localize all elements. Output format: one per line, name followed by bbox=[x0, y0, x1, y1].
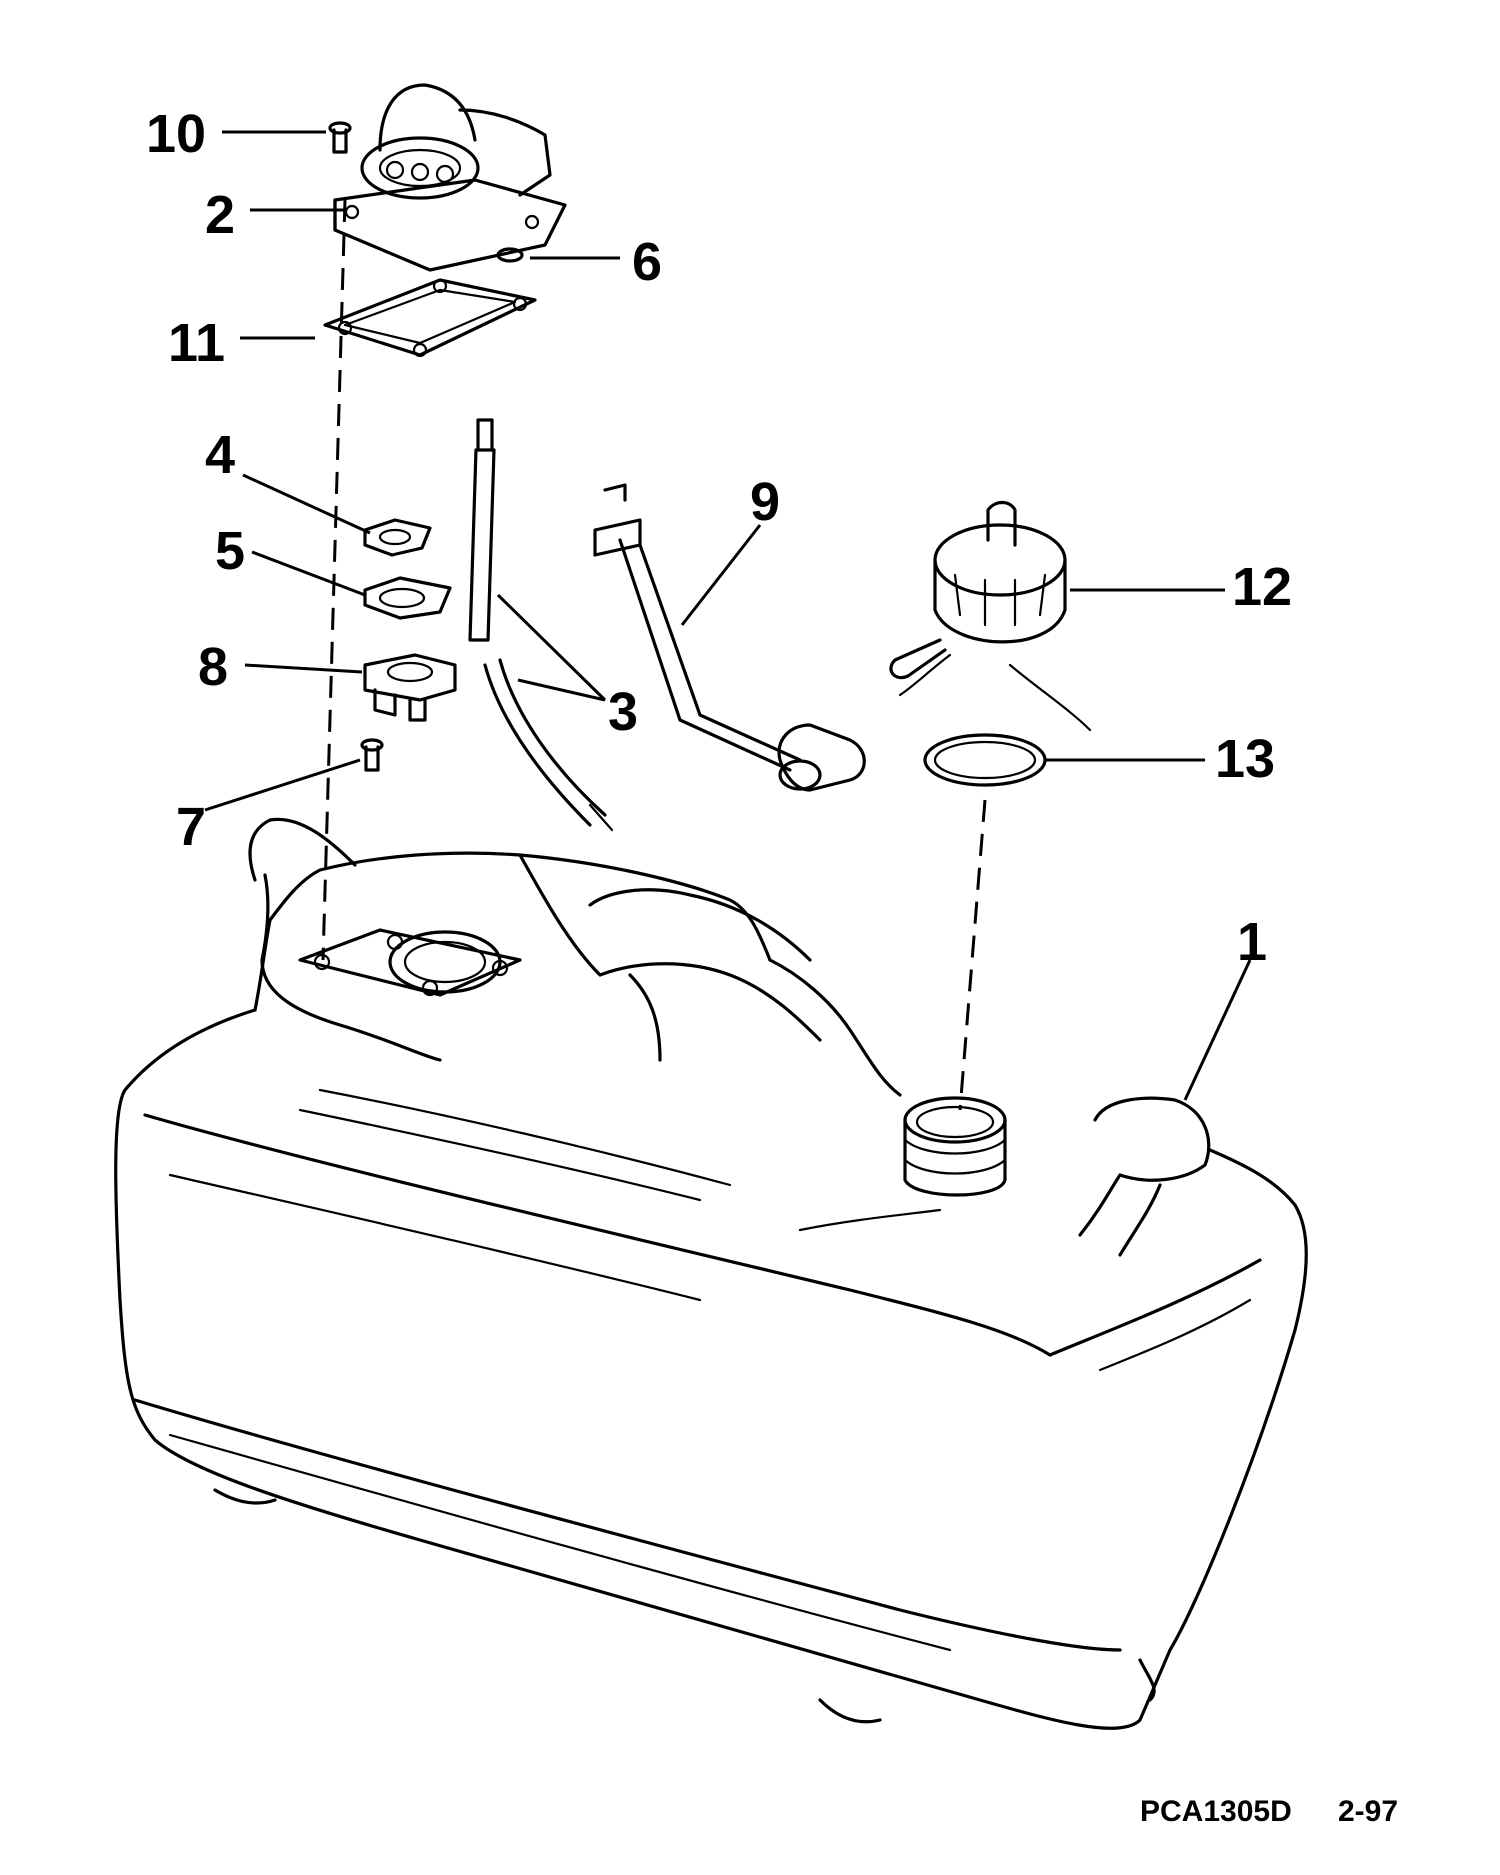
pickup-tube-3 bbox=[468, 418, 614, 832]
diagram-code: PCA1305D bbox=[1140, 1795, 1292, 1828]
fuel-tank-body bbox=[114, 817, 1308, 1730]
fuel-gauge-float-9 bbox=[593, 483, 866, 792]
callout-9: 9 bbox=[750, 472, 781, 532]
fuel-connector-housing bbox=[333, 83, 567, 272]
fitting-8 bbox=[363, 653, 457, 722]
gasket-11 bbox=[323, 278, 537, 358]
gasket-5 bbox=[363, 576, 452, 620]
callout-8: 8 bbox=[198, 637, 229, 697]
screw-7 bbox=[360, 738, 384, 772]
diagram-date: 2-97 bbox=[1338, 1795, 1399, 1828]
callout-10: 10 bbox=[146, 104, 207, 164]
callout-5: 5 bbox=[215, 521, 246, 581]
callout-3: 3 bbox=[608, 682, 639, 742]
callout-13: 13 bbox=[1215, 729, 1276, 789]
callout-7: 7 bbox=[176, 797, 207, 857]
assembly-line-right bbox=[958, 799, 987, 1111]
callout-11: 11 bbox=[168, 313, 226, 373]
callout-6: 6 bbox=[632, 232, 663, 292]
callout-2: 2 bbox=[205, 185, 236, 245]
leader-lines bbox=[204, 130, 1252, 1101]
o-ring-6 bbox=[496, 247, 524, 263]
callout-4: 4 bbox=[205, 425, 236, 485]
screw-10 bbox=[328, 121, 352, 154]
callout-12: 12 bbox=[1232, 557, 1293, 617]
gasket-4 bbox=[363, 518, 432, 557]
filler-cap-12 bbox=[889, 500, 1092, 732]
assembly-line-left bbox=[321, 199, 347, 961]
seal-ring-13 bbox=[923, 733, 1047, 787]
callout-1: 1 bbox=[1237, 912, 1268, 972]
